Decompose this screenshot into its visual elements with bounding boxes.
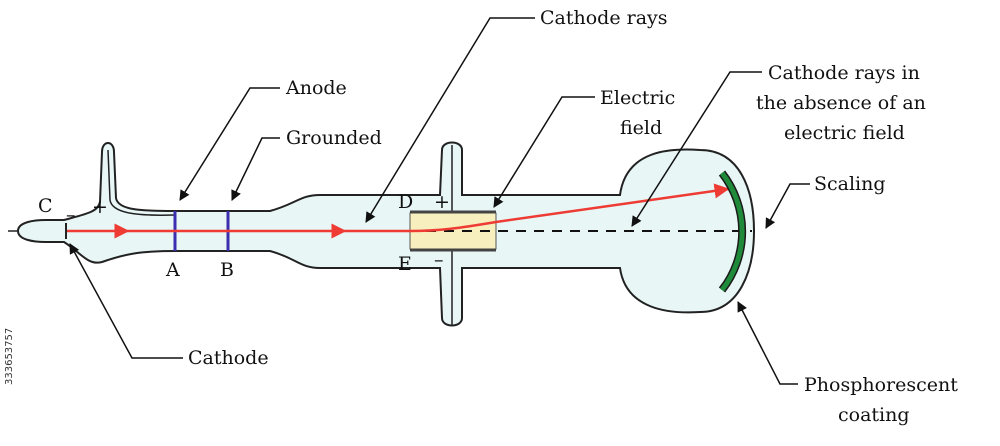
- marker-a: A: [165, 259, 180, 281]
- label-cathode-rays: Cathode rays: [540, 7, 668, 29]
- label-absence-line2: the absence of an: [756, 92, 926, 114]
- label-absence-line1: Cathode rays in: [768, 62, 920, 84]
- marker-b: B: [220, 259, 234, 281]
- plate-d-plus: +: [434, 191, 450, 213]
- cathode-minus: –: [66, 204, 76, 226]
- anode-lead: [107, 149, 176, 216]
- ray-deflected: [345, 183, 730, 233]
- arrow-scaling: [765, 183, 810, 229]
- arrow-grounded: [231, 137, 280, 201]
- arrow-cathode: [69, 243, 183, 359]
- label-anode: Anode: [285, 77, 347, 99]
- label-grounded: Grounded: [286, 127, 382, 149]
- marker-d: D: [398, 191, 413, 213]
- arrow-absence: [631, 71, 762, 227]
- label-electric-field-line2: field: [620, 117, 662, 139]
- label-absence-line3: electric field: [784, 122, 905, 144]
- scaling-arc-inner: [720, 171, 745, 292]
- anode-plus: +: [92, 196, 108, 218]
- label-scaling: Scaling: [814, 173, 886, 195]
- marker-e: E: [398, 253, 412, 275]
- marker-c: C: [38, 195, 53, 217]
- tube-glass: [16, 141, 756, 327]
- arrow-electric-field: [493, 96, 595, 208]
- stock-id: 333653757: [4, 328, 15, 385]
- label-cathode: Cathode: [188, 347, 269, 369]
- arrow-cathode-rays: [365, 17, 535, 223]
- label-phosphor-line1: Phosphorescent: [804, 374, 958, 396]
- label-electric-field-line1: Electric: [600, 87, 675, 109]
- arrow-phosphor: [737, 301, 798, 385]
- plate-e-minus: –: [434, 249, 444, 271]
- label-phosphor-line2: coating: [838, 404, 910, 426]
- arrow-anode: [179, 87, 280, 201]
